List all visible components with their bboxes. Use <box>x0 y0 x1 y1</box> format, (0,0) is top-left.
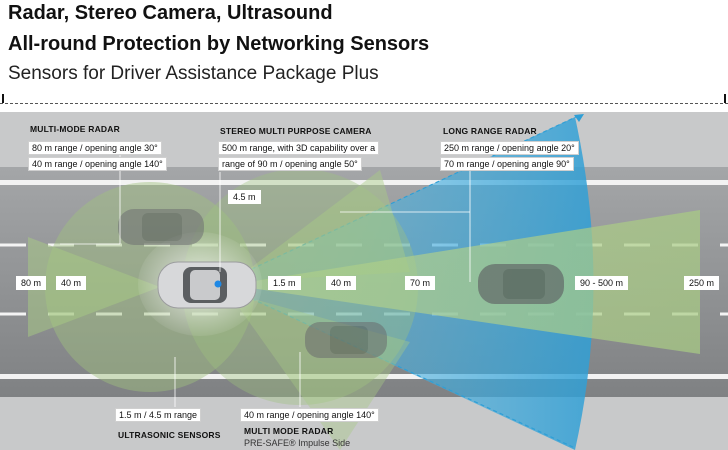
ego-vehicle <box>157 261 257 309</box>
distance-1-5m: 1.5 m <box>268 276 301 290</box>
presafe-label: PRE-SAFE® Impulse Side <box>244 438 351 448</box>
mmr-40m-label: 40 m range / opening angle 140° <box>28 157 167 171</box>
ultrasonic-sensors-header: ULTRASONIC SENSORS <box>118 430 221 440</box>
mmr-80m-label: 80 m range / opening angle 30° <box>28 141 162 155</box>
ultrasonic-range-label: 1.5 m / 4.5 m range <box>115 408 202 422</box>
lrr-arrow-upper-head <box>574 114 584 122</box>
distance-250m: 250 m <box>684 276 720 290</box>
title-line-2: All-round Protection by Networking Senso… <box>8 33 430 55</box>
distance-80m: 80 m <box>16 276 47 290</box>
stereo-camera-line-2: range of 90 m / opening angle 50° <box>218 157 362 171</box>
long-range-radar-header: LONG RANGE RADAR <box>443 126 537 136</box>
distance-40m-rear: 40 m <box>56 276 87 290</box>
lrr-70m-label: 70 m range / opening angle 90° <box>440 157 574 171</box>
front-long-beam <box>230 210 700 354</box>
rear-radar-80m-beam <box>28 237 160 337</box>
road-edge-top <box>0 180 728 185</box>
distance-90-500m: 90 - 500 m <box>575 276 629 290</box>
vehicle-upper <box>118 209 204 245</box>
divider-tick-left <box>2 94 4 103</box>
vehicle-lower <box>305 322 387 358</box>
camera-beam <box>232 170 410 282</box>
mmr-side-label: 40 m range / opening angle 140° <box>240 408 379 422</box>
divider-tick-right <box>724 94 726 103</box>
lrr-250m-label: 250 m range / opening angle 20° <box>440 141 579 155</box>
stereo-camera-line-1: 500 m range, with 3D capability over a <box>218 141 380 155</box>
multi-mode-radar-bottom-header: MULTI MODE RADAR <box>244 426 334 436</box>
distance-4-5m: 4.5 m <box>228 190 261 204</box>
stereo-camera-header: STEREO MULTI PURPOSE CAMERA <box>220 126 372 136</box>
distance-70m: 70 m <box>405 276 436 290</box>
distance-40m-front: 40 m <box>326 276 357 290</box>
multi-mode-radar-top-header: MULTI-MODE RADAR <box>30 124 120 134</box>
lrr-arrow-lower <box>219 283 576 449</box>
road-edge-bottom <box>0 374 728 379</box>
title-line-1: Radar, Stereo Camera, Ultrasound <box>8 2 333 24</box>
subtitle: Sensors for Driver Assistance Package Pl… <box>8 63 379 84</box>
header-divider <box>0 103 728 104</box>
vehicle-far <box>478 264 564 304</box>
